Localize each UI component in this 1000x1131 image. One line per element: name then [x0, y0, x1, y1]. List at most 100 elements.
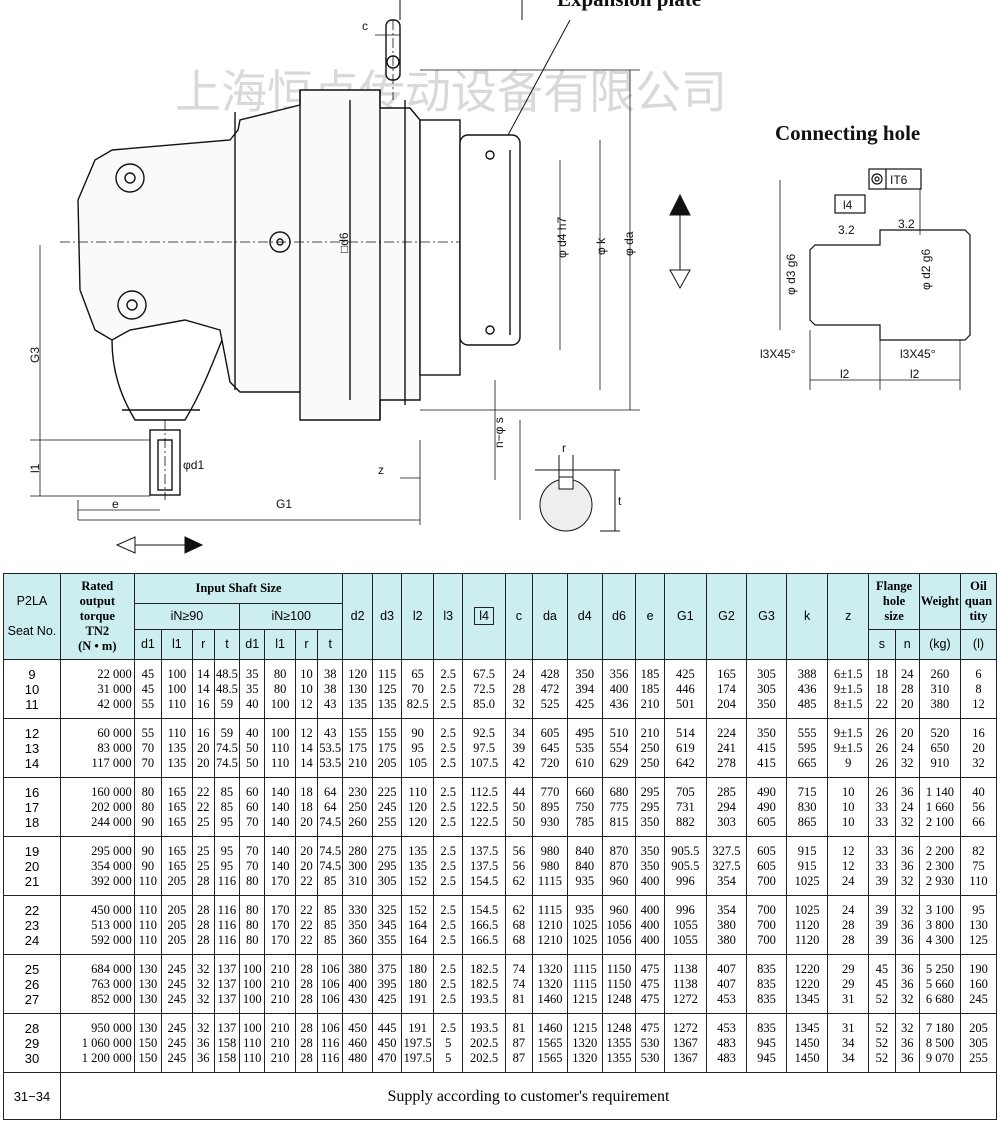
value-cell: 22 22 22 [294, 895, 319, 955]
value-cell: 10 10 12 [294, 659, 319, 719]
value-cell: 3 100 3 800 4 300 [918, 895, 961, 955]
value-cell: 28 28 28 [294, 954, 319, 1014]
value-cell: 190 160 245 [959, 954, 998, 1014]
value-cell: 135 135 152 [401, 836, 434, 896]
value-cell: 26 26 26 [868, 718, 896, 778]
value-cell: 20 24 32 [894, 718, 920, 778]
value-cell: 12 14 14 [294, 718, 319, 778]
value-cell: 24 28 20 [894, 659, 920, 719]
value-cell: 28 28 28 [294, 1013, 319, 1073]
value-cell: 1272 1367 1367 [663, 1013, 707, 1073]
value-cell: 59 74.5 74.5 [213, 718, 241, 778]
value-cell: 5 250 5 660 6 680 [918, 954, 961, 1014]
value-cell: 116 116 116 [213, 895, 241, 955]
value-cell: 870 870 960 [601, 836, 637, 896]
value-cell: 445 450 470 [371, 1013, 403, 1073]
value-cell: 280 300 310 [342, 836, 373, 896]
value-cell: 475 475 475 [635, 954, 665, 1014]
value-cell: 154.5 166.5 166.5 [462, 895, 506, 955]
value-cell: 1150 1150 1248 [601, 954, 637, 1014]
value-cell: 327.5 327.5 354 [705, 836, 747, 896]
seat-no-label: Seat No. [7, 624, 57, 638]
value-cell: 980 980 1115 [532, 836, 568, 896]
seat-cell: 19 20 21 [3, 836, 61, 896]
value-cell: 1025 1120 1120 [786, 895, 829, 955]
value-cell: 490 490 605 [745, 777, 788, 837]
value-cell: 7 180 8 500 9 070 [918, 1013, 961, 1073]
value-cell: 425 446 501 [663, 659, 707, 719]
value-cell: 137.5 137.5 154.5 [462, 836, 506, 896]
value-cell: 660 750 785 [566, 777, 603, 837]
value-cell: 12 12 24 [827, 836, 870, 896]
value-cell: 225 245 255 [371, 777, 403, 837]
value-cell: 43 53.5 53.5 [317, 718, 344, 778]
value-cell: 70 70 80 [239, 836, 266, 896]
value-cell: 356 400 436 [601, 659, 637, 719]
value-cell: 2.5 2.5 2.5 [432, 777, 464, 837]
value-cell: 210 210 210 [264, 1013, 296, 1073]
expansion-plate-title: Expansion plate [557, 0, 701, 11]
value-cell: 32 36 36 [894, 895, 920, 955]
value-cell: 520 650 910 [918, 718, 961, 778]
value-cell: 18 18 20 [294, 777, 319, 837]
value-cell: 74 74 81 [504, 954, 534, 1014]
footer-row: 31−34 Supply according to customer's req… [3, 1072, 998, 1120]
value-cell: 80 80 80 [239, 895, 266, 955]
value-cell: 38 38 43 [317, 659, 344, 719]
value-cell: 380 400 430 [342, 954, 373, 1014]
value-cell: 680 775 815 [601, 777, 637, 837]
value-cell: 2.5 2.5 2.5 [432, 954, 464, 1014]
value-cell: 155 175 210 [342, 718, 373, 778]
value-cell: 2.5 2.5 2.5 [432, 659, 464, 719]
value-cell: 29 29 31 [827, 954, 870, 1014]
gearbox-drawing: 上海恒点传动设备有限公司 Expansion plate [28, 0, 971, 554]
header-e: e [635, 573, 665, 660]
value-cell: 22 22 25 [191, 777, 215, 837]
value-cell: 152 164 164 [401, 895, 434, 955]
value-cell: 60 60 70 [239, 777, 266, 837]
value-cell: 100 110 110 [264, 718, 296, 778]
value-cell: 16 20 20 [191, 718, 215, 778]
value-cell: 120 130 135 [342, 659, 373, 719]
value-cell: 325 345 355 [371, 895, 403, 955]
value-cell: 62 68 68 [504, 895, 534, 955]
value-cell: 140 140 140 [264, 777, 296, 837]
value-cell: 32 36 36 [191, 1013, 215, 1073]
value-cell: 840 840 935 [566, 836, 603, 896]
value-cell: 6±1.5 9±1.5 8±1.5 [827, 659, 870, 719]
value-cell: 85 85 85 [317, 895, 344, 955]
header-n: n [894, 629, 920, 660]
dim-l4: l4 [843, 198, 853, 212]
header-d6: d6 [601, 573, 637, 660]
value-cell: 2 200 2 300 2 930 [918, 836, 961, 896]
value-cell: 44 50 50 [504, 777, 534, 837]
value-cell: 230 250 260 [342, 777, 373, 837]
value-cell: 450 460 480 [342, 1013, 373, 1073]
value-cell: 205 305 255 [959, 1013, 998, 1073]
value-cell: 165 165 205 [161, 836, 193, 896]
value-cell: 407 407 453 [705, 954, 747, 1014]
header-c: c [504, 573, 534, 660]
value-cell: 45 45 52 [868, 954, 896, 1014]
footer-seat: 31−34 [3, 1072, 61, 1120]
value-cell: 245 245 245 [161, 954, 193, 1014]
value-cell: 935 1025 1025 [566, 895, 603, 955]
value-cell: 705 731 882 [663, 777, 707, 837]
header-s: s [868, 629, 896, 660]
value-cell: 100 110 110 [239, 1013, 266, 1073]
value-cell: 960 1056 1056 [601, 895, 637, 955]
dim-d6: □d6 [337, 232, 351, 253]
value-cell: 400 400 400 [635, 895, 665, 955]
value-cell: 10 10 10 [827, 777, 870, 837]
value-cell: 514 619 642 [663, 718, 707, 778]
model-label: P2LA [16, 594, 48, 608]
value-cell: 996 1055 1055 [663, 895, 707, 955]
value-cell: 85 85 95 [213, 777, 241, 837]
value-cell: 605 605 700 [745, 836, 788, 896]
dim-d2g6: φ d2 g6 [919, 249, 933, 290]
value-cell: 182.5 182.5 193.5 [462, 954, 506, 1014]
